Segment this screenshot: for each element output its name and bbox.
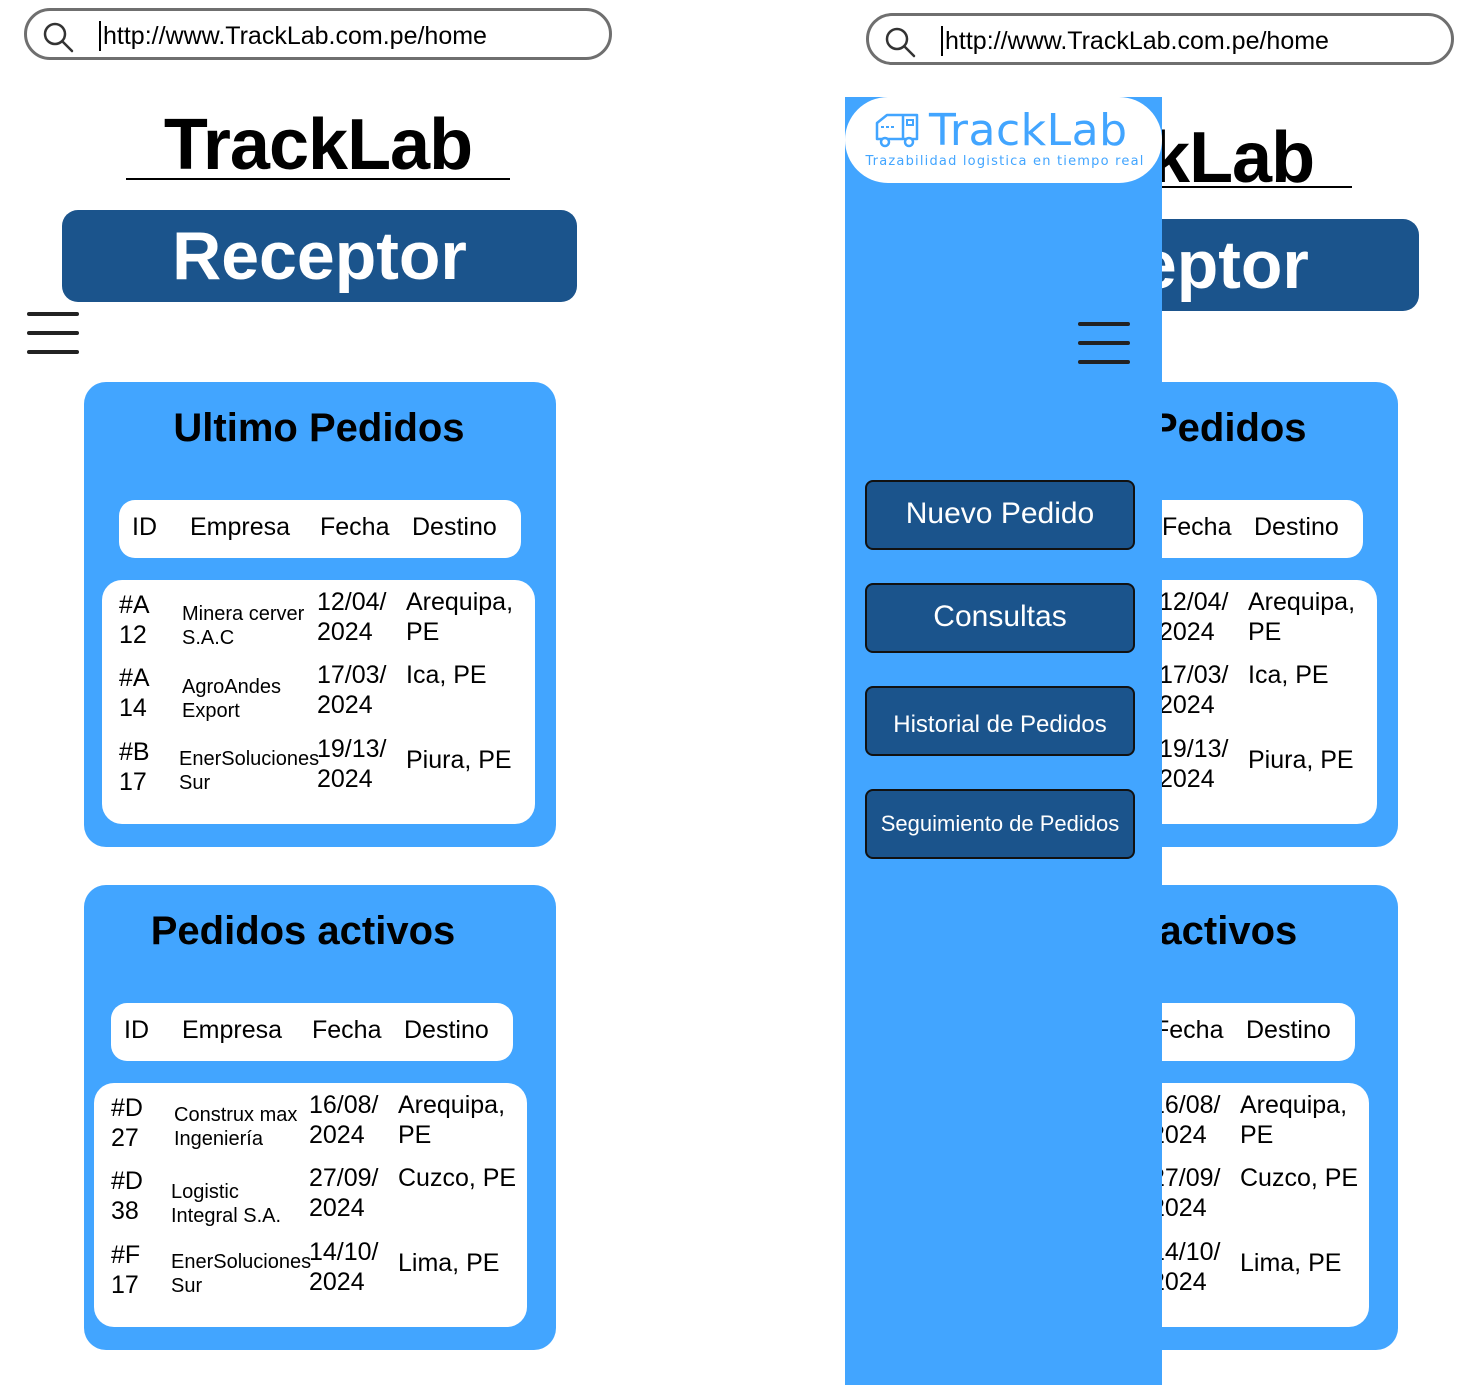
table-row[interactable]: #B17 EnerSoluciones Sur 19/13/2024 Piura… — [102, 735, 535, 809]
order-destino: Ica, PE — [406, 661, 487, 689]
order-fecha: 19/13/2024 — [317, 735, 387, 793]
header-destino: Destino — [1246, 1016, 1331, 1044]
order-id: #D27 — [111, 1094, 143, 1152]
order-destino: Arequipa, PE — [406, 588, 514, 646]
header-id: ID — [124, 1016, 149, 1044]
order-fecha: 16/08/2024 — [309, 1091, 379, 1149]
order-destino: Lima, PE — [1240, 1249, 1342, 1277]
order-id: #A12 — [119, 591, 150, 649]
order-destino: Arequipa, PE — [1248, 588, 1356, 646]
order-destino: Arequipa, PE — [1240, 1091, 1348, 1149]
order-destino: Cuzco, PE — [398, 1164, 517, 1192]
order-fecha: 14/10/2024 — [309, 1238, 379, 1296]
search-icon — [885, 27, 916, 58]
search-icon — [43, 22, 74, 53]
order-empresa: EnerSoluciones Sur — [179, 748, 320, 794]
table-row[interactable]: #F17 EnerSoluciones Sur 14/10/2024 Lima,… — [94, 1238, 527, 1312]
order-id: #D38 — [111, 1167, 143, 1225]
url-text: http://www.TrackLab.com.pe/home — [103, 22, 487, 50]
recent-orders-list: #A12 Minera cerver S.A.C 12/04/2024 Areq… — [102, 580, 535, 824]
header-fecha: Fecha — [1162, 513, 1232, 541]
text-caret — [941, 26, 943, 56]
logo-tagline: Trazabilidad logistica en tiempo real — [865, 154, 1145, 169]
text-caret — [99, 21, 101, 51]
hamburger-menu-icon[interactable] — [1078, 320, 1130, 366]
header-fecha: Fecha — [312, 1016, 382, 1044]
role-banner: Receptor — [62, 210, 577, 302]
nuevo-pedido-button[interactable]: Nuevo Pedido — [865, 480, 1135, 550]
url-bar[interactable]: http://www.TrackLab.com.pe/home — [866, 13, 1454, 65]
brand-title: TrackLab — [163, 105, 473, 185]
order-destino: Lima, PE — [398, 1249, 500, 1277]
order-id: #B17 — [119, 738, 150, 796]
truck-logo-icon — [875, 113, 919, 148]
header-fecha: Fecha — [1154, 1016, 1224, 1044]
receptor-screen-menu-open: http://www.TrackLab.com.pe/home TrackLab… — [842, 0, 1482, 1385]
header-destino: Destino — [1254, 513, 1339, 541]
order-fecha: 12/04/2024 — [1159, 588, 1229, 646]
header-destino: Destino — [412, 513, 497, 541]
table-row[interactable]: #D27 Construx max Ingeniería 16/08/2024 … — [94, 1091, 527, 1165]
active-orders-card: Pedidos activos ID Empresa Fecha Destino… — [84, 885, 556, 1350]
active-orders-header: ID Empresa Fecha Destino — [111, 1003, 513, 1061]
order-id: #F17 — [111, 1241, 141, 1299]
header-destino: Destino — [404, 1016, 489, 1044]
seguimiento-pedidos-button[interactable]: Seguimiento de Pedidos — [865, 789, 1135, 859]
order-fecha: 17/03/2024 — [1159, 661, 1229, 719]
receptor-screen: http://www.TrackLab.com.pe/home TrackLab… — [0, 0, 640, 1385]
logo: TrackLab Trazabilidad logistica en tiemp… — [845, 97, 1162, 183]
historial-pedidos-button[interactable]: Historial de Pedidos — [865, 686, 1135, 756]
table-row[interactable]: #A14 AgroAndes Export 17/03/2024 Ica, PE — [102, 661, 535, 735]
table-row[interactable]: #A12 Minera cerver S.A.C 12/04/2024 Areq… — [102, 588, 535, 662]
active-orders-title: Pedidos activos — [150, 909, 456, 953]
header-empresa: Empresa — [190, 513, 291, 541]
url-bar[interactable]: http://www.TrackLab.com.pe/home — [24, 8, 612, 60]
recent-orders-card: Ultimo Pedidos ID Empresa Fecha Destino … — [84, 382, 556, 847]
order-destino: Piura, PE — [406, 746, 512, 774]
order-empresa: Logistic Integral S.A. — [171, 1181, 282, 1227]
side-drawer: TrackLab Trazabilidad logistica en tiemp… — [845, 97, 1162, 1385]
consultas-button[interactable]: Consultas — [865, 583, 1135, 653]
recent-orders-title: Ultimo Pedidos — [173, 406, 465, 450]
order-fecha: 27/09/2024 — [309, 1164, 379, 1222]
hamburger-menu-icon[interactable] — [27, 310, 79, 356]
order-fecha: 17/03/2024 — [317, 661, 387, 719]
header-id: ID — [132, 513, 157, 541]
brand-underline — [126, 178, 510, 180]
order-empresa: Minera cerver S.A.C — [182, 603, 305, 649]
order-destino: Ica, PE — [1248, 661, 1329, 689]
table-row[interactable]: #D38 Logistic Integral S.A. 27/09/2024 C… — [94, 1164, 527, 1238]
order-fecha: 19/13/2024 — [1159, 735, 1229, 793]
order-destino: Cuzco, PE — [1240, 1164, 1359, 1192]
order-fecha: 16/08/2024 — [1151, 1091, 1221, 1149]
order-destino: Piura, PE — [1248, 746, 1354, 774]
active-orders-list: #D27 Construx max Ingeniería 16/08/2024 … — [94, 1083, 527, 1327]
order-fecha: 14/10/2024 — [1151, 1238, 1221, 1296]
order-fecha: 12/04/2024 — [317, 588, 387, 646]
url-text: http://www.TrackLab.com.pe/home — [945, 27, 1329, 55]
header-empresa: Empresa — [182, 1016, 283, 1044]
order-empresa: EnerSoluciones Sur — [171, 1251, 312, 1297]
logo-name: TrackLab — [929, 105, 1128, 156]
header-fecha: Fecha — [320, 513, 390, 541]
order-id: #A14 — [119, 664, 150, 722]
recent-orders-header: ID Empresa Fecha Destino — [119, 500, 521, 558]
order-fecha: 27/09/2024 — [1151, 1164, 1221, 1222]
order-empresa: AgroAndes Export — [182, 676, 281, 722]
order-empresa: Construx max Ingeniería — [174, 1104, 298, 1150]
order-destino: Arequipa, PE — [398, 1091, 506, 1149]
